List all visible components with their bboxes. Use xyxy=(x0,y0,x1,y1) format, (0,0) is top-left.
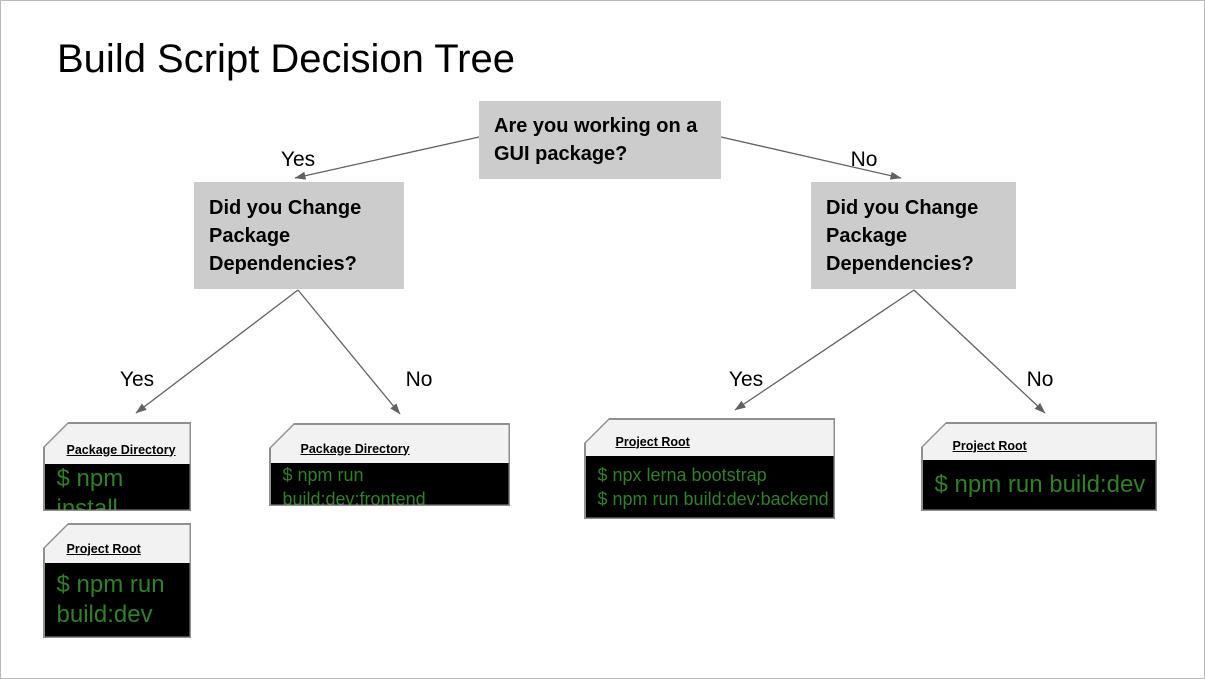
edge-left-no xyxy=(297,289,401,415)
decision-node-root: Are you working on a GUI package? xyxy=(479,101,721,179)
card-location-label: Project Root xyxy=(922,423,1156,460)
edge-label-left-no: No xyxy=(405,368,433,391)
terminal-body: $ npm run build:dev xyxy=(922,459,1156,510)
terminal-command: $ npm run build:dev xyxy=(56,570,165,628)
page-title: Build Script Decision Tree xyxy=(57,37,515,81)
edge-label-right-yes: Yes xyxy=(728,368,764,391)
terminal-body: $ npm run build:dev:frontend xyxy=(270,462,509,509)
decision-question: Did you Change Package Dependencies? xyxy=(826,196,979,275)
terminal-card-left-yes-build: Project Root $ npm run build:dev xyxy=(43,523,191,638)
card-location-label: Package Directory xyxy=(44,423,190,464)
terminal-command: $ npm run build:dev:backend xyxy=(597,488,829,509)
terminal-command: $ npm run build:dev:frontend xyxy=(282,464,426,509)
edge-label-left-yes: Yes xyxy=(119,368,155,391)
edge-right-yes xyxy=(734,289,915,411)
terminal-body: $ npm run build:dev xyxy=(44,562,190,637)
terminal-body: $ npm install xyxy=(44,463,190,522)
decision-node-right: Did you Change Package Dependencies? xyxy=(811,182,1016,289)
terminal-card-left-yes-install: Package Directory $ npm install xyxy=(43,422,191,511)
edge-label-right-no: No xyxy=(1026,368,1054,391)
terminal-body: $ npx lerna bootstrap $ npm run build:de… xyxy=(585,455,834,518)
terminal-card-right-yes: Project Root $ npx lerna bootstrap $ npm… xyxy=(584,418,835,519)
edge-root-yes xyxy=(294,136,480,180)
decision-node-left: Did you Change Package Dependencies? xyxy=(194,182,404,289)
decision-question: Did you Change Package Dependencies? xyxy=(209,196,362,275)
decision-question: Are you working on a GUI package? xyxy=(494,115,698,165)
edge-right-no xyxy=(913,289,1046,414)
edge-label-root-yes: Yes xyxy=(280,148,316,171)
edge-left-yes xyxy=(135,289,299,414)
terminal-card-right-no: Project Root $ npm run build:dev xyxy=(921,422,1157,511)
terminal-card-left-no: Package Directory $ npm run build:dev:fr… xyxy=(269,423,510,506)
card-location-label: Package Directory xyxy=(270,424,509,463)
terminal-command: $ npm run build:dev xyxy=(934,470,1146,498)
edge-label-root-no: No xyxy=(850,148,878,171)
card-location-label: Project Root xyxy=(44,524,190,563)
card-location-label: Project Root xyxy=(585,419,834,456)
terminal-command: $ npm install xyxy=(56,464,124,522)
terminal-command: $ npx lerna bootstrap xyxy=(597,464,767,485)
